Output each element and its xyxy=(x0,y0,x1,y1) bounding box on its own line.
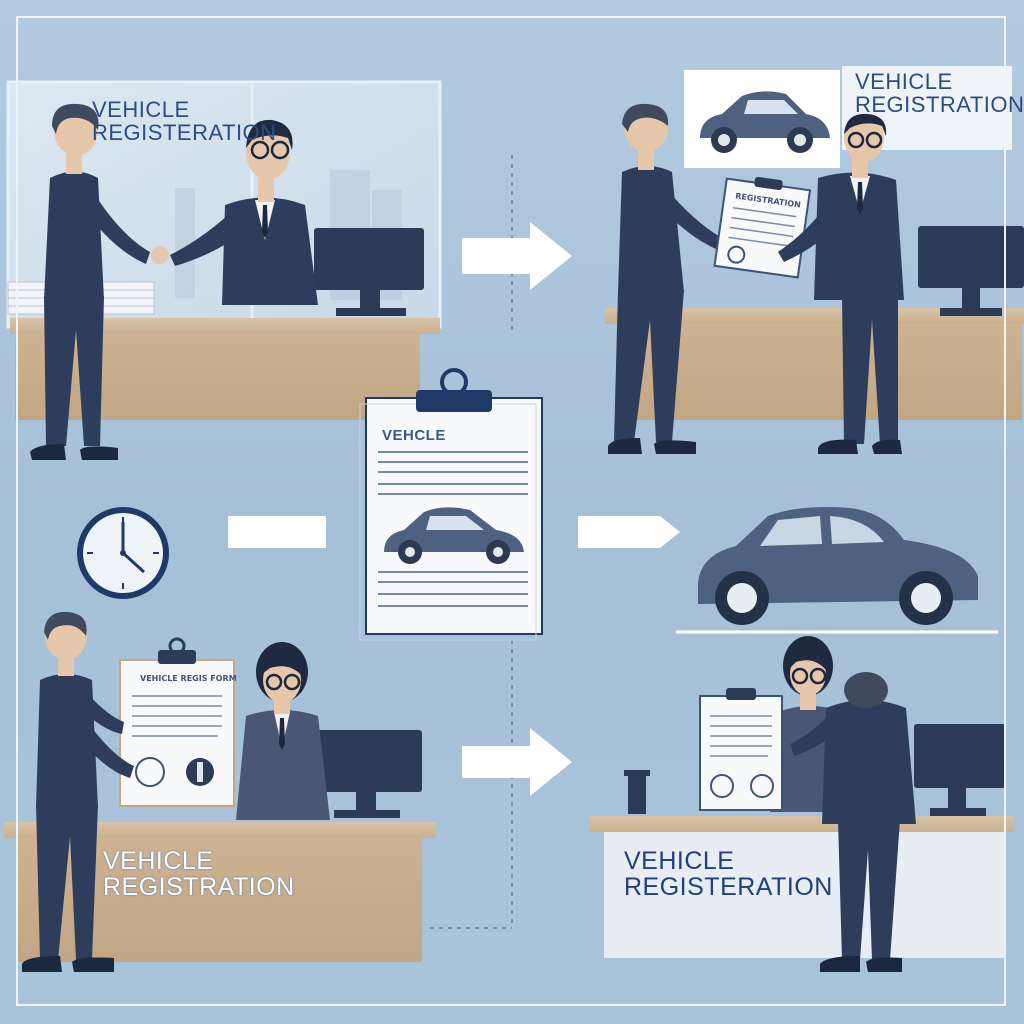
document-icon xyxy=(713,176,812,279)
panel-top-left xyxy=(6,80,442,460)
arrow-right-icon xyxy=(228,516,326,548)
arrow-right-icon xyxy=(462,222,572,290)
arrow-right-icon xyxy=(578,516,680,548)
counter-desk xyxy=(604,832,1006,958)
computer-monitor-icon xyxy=(314,228,424,316)
counter-desk xyxy=(622,324,1022,420)
customer-bottom-left xyxy=(22,611,134,972)
flow-dashed-line xyxy=(430,155,513,929)
desk-sign-text: VEHICLE REGISTERATION xyxy=(624,847,833,902)
panel-bottom-left xyxy=(4,611,436,972)
document-header: VEHICLE REGIS FORM xyxy=(140,674,237,683)
computer-monitor-icon xyxy=(918,226,1024,316)
clerk-bottom-left xyxy=(236,642,330,820)
counter-desk-top xyxy=(4,822,436,838)
car-icon xyxy=(700,91,830,153)
customer-bottom-right xyxy=(790,672,916,972)
counter-desk-top xyxy=(605,308,1024,324)
car-icon xyxy=(676,507,998,634)
arrow-right-icon xyxy=(462,728,572,796)
computer-monitor-icon xyxy=(312,730,422,818)
clipboard-icon xyxy=(359,368,543,641)
handshake xyxy=(151,246,169,264)
window-sign-text: VEHICLE REGISTERATION xyxy=(92,97,277,146)
clock-icon xyxy=(77,507,169,599)
panel-top-right xyxy=(605,66,1024,454)
wall-sign-text: VEHICLE REGISTRATION xyxy=(855,69,1024,118)
document-icon xyxy=(119,637,235,807)
counter-desk-top xyxy=(590,816,1014,832)
panel-bottom-right xyxy=(590,636,1014,972)
computer-monitor-icon xyxy=(914,724,1006,816)
clipboard-title: VEHCLE xyxy=(382,427,446,444)
counter-desk xyxy=(15,334,420,420)
pen-holder-icon xyxy=(624,770,650,814)
car-icon xyxy=(384,507,524,564)
desk-sign-text: VEHICLE REGISTRATION xyxy=(103,847,295,902)
counter-desk-top xyxy=(10,318,440,334)
clerk-top-left xyxy=(170,119,318,305)
customer-top-right xyxy=(608,103,722,454)
document-icon xyxy=(699,688,783,811)
clerk-top-right xyxy=(778,113,904,454)
customer-top-left xyxy=(30,103,169,460)
